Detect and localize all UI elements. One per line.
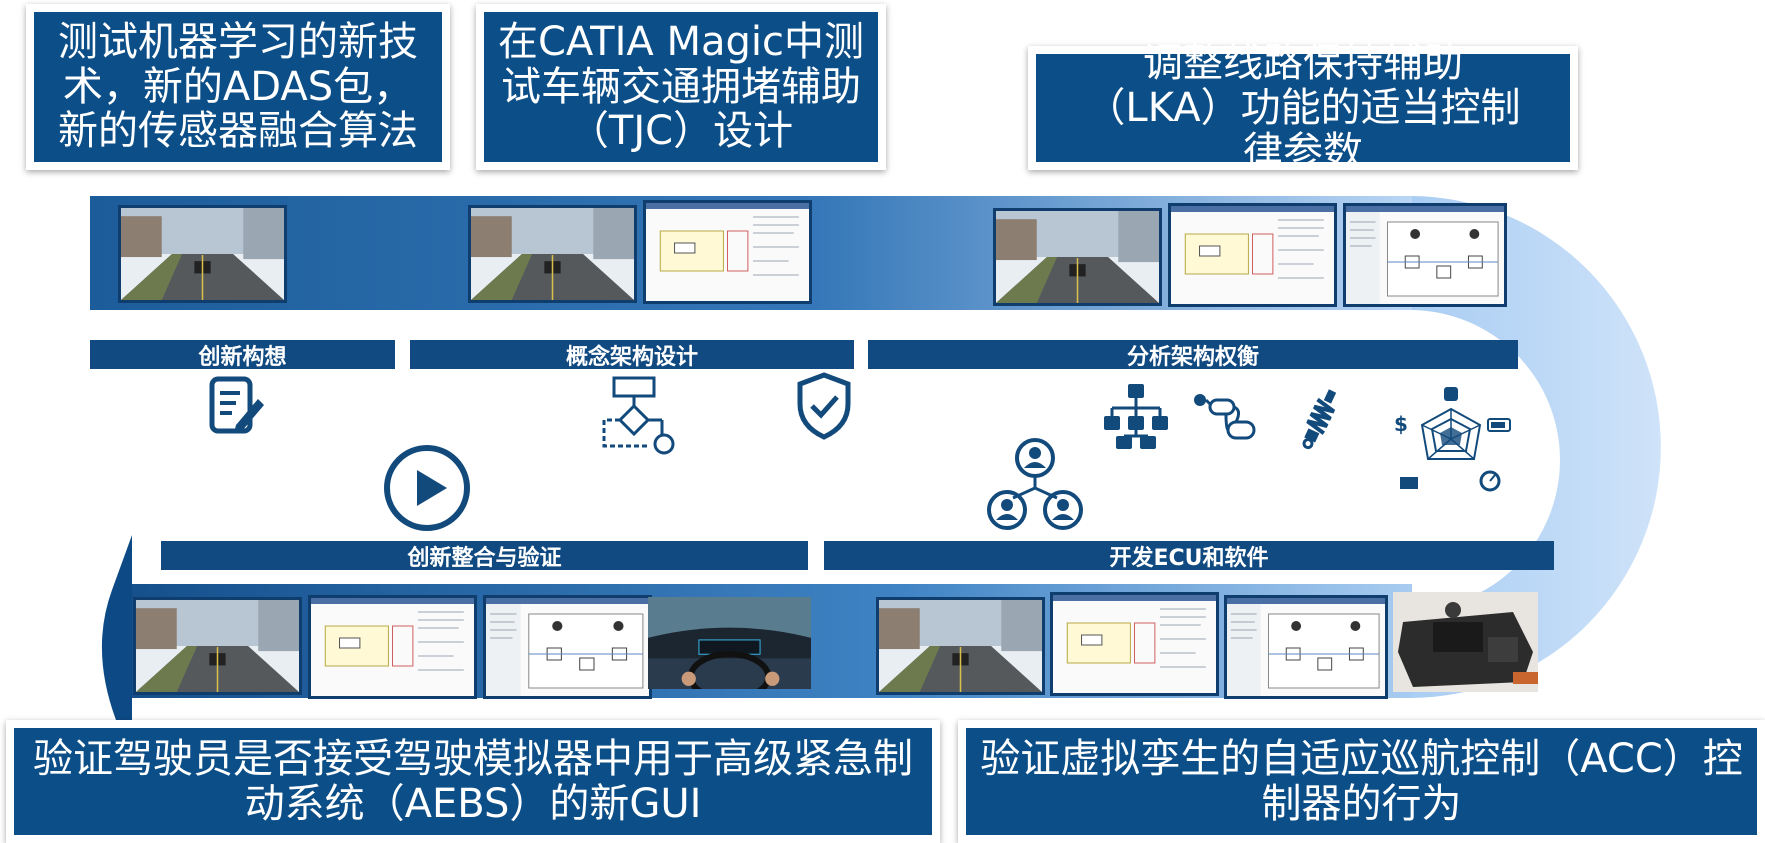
team-network-icon (987, 438, 1083, 530)
callout-ml-adas-text: 测试机器学习的新技术，新的ADAS包，新的传感器融合算法 (34, 12, 442, 162)
block-diagram-thumbnail (483, 595, 652, 699)
stage-ecu: 开发ECU和软件 (824, 541, 1554, 571)
flowchart-icon (602, 376, 675, 455)
driving-sim-thumbnail (133, 597, 302, 695)
play-icon (384, 445, 470, 531)
state-diagram-thumbnail (1050, 592, 1219, 696)
callout-ml-adas: 测试机器学习的新技术，新的ADAS包，新的传感器融合算法 (26, 4, 450, 170)
driving-sim-thumbnail (993, 208, 1162, 306)
shock-absorber-icon (1302, 389, 1337, 450)
state-diagram-thumbnail (308, 595, 477, 699)
ecu-hardware-thumbnail (1393, 592, 1538, 692)
callout-lka: 调整线路保持辅助（LKA）功能的适当控制律参数 (1028, 40, 1578, 175)
hierarchy-icon (1104, 384, 1168, 449)
stage-concept: 概念架构设计 (410, 340, 854, 370)
stage-integration: 创新整合与验证 (161, 541, 808, 571)
document-edit-icon (209, 376, 264, 434)
callout-aebs: 验证驾驶员是否接受驾驶模拟器中用于高级紧急制动系统（AEBS）的新GUI (6, 720, 940, 843)
cockpit-hmi-thumbnail (648, 597, 811, 689)
svg-text:$: $ (1394, 412, 1408, 436)
state-diagram-thumbnail (1168, 203, 1337, 307)
driving-sim-thumbnail (876, 597, 1045, 695)
driving-sim-thumbnail (468, 205, 637, 303)
callout-aebs-text: 验证驾驶员是否接受驾驶模拟器中用于高级紧急制动系统（AEBS）的新GUI (14, 728, 932, 835)
block-diagram-thumbnail (1343, 203, 1507, 307)
callout-acc-text: 验证虚拟孪生的自适应巡航控制（ACC）控制器的行为 (966, 728, 1757, 835)
callout-lka-text: 调整线路保持辅助（LKA）功能的适当控制律参数 (1036, 40, 1570, 175)
block-diagram-thumbnail (1224, 595, 1388, 699)
stage-tradeoff: 分析架构权衡 (868, 340, 1518, 370)
callout-tjc: 在CATIA Magic中测试车辆交通拥堵辅助（TJC）设计 (476, 4, 886, 170)
radar-chart-icon: $ (1394, 387, 1511, 492)
driving-sim-thumbnail (118, 205, 287, 303)
state-diagram-thumbnail (643, 200, 812, 304)
stage-ideation: 创新构想 (90, 340, 395, 370)
shield-check-icon (797, 372, 851, 440)
callout-tjc-text: 在CATIA Magic中测试车辆交通拥堵辅助（TJC）设计 (484, 12, 878, 162)
callout-acc: 验证虚拟孪生的自适应巡航控制（ACC）控制器的行为 (958, 720, 1765, 843)
state-machine-icon (1194, 394, 1256, 440)
